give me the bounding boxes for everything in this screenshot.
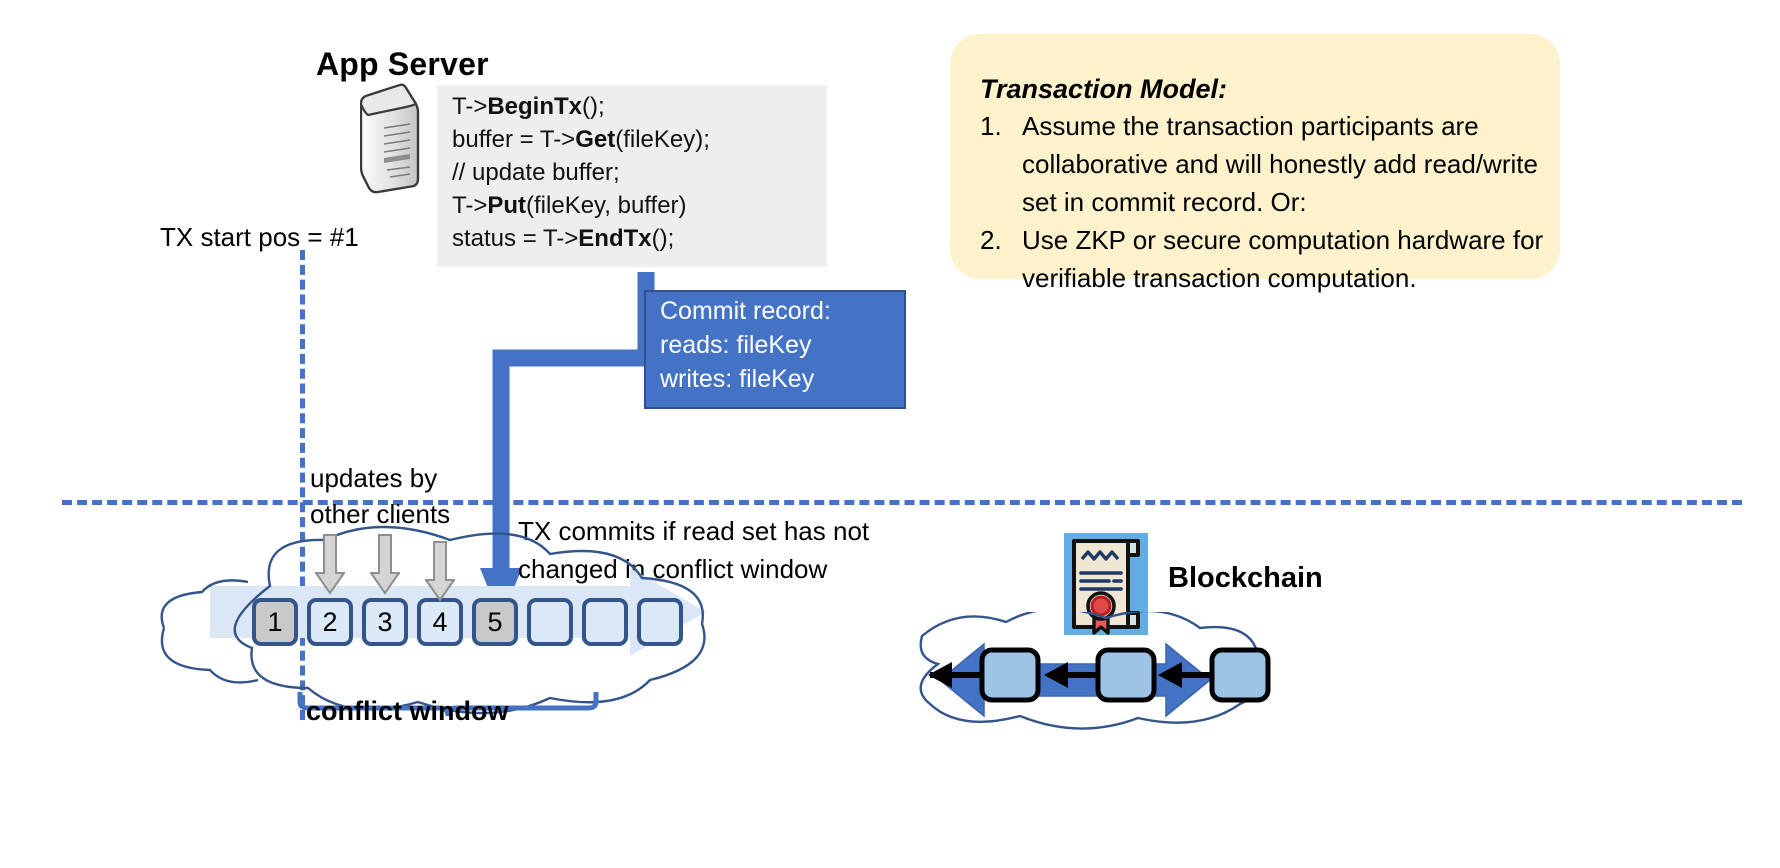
app-server-title: App Server	[316, 46, 489, 82]
tx-commits-label: TX commits if read set has not changed i…	[518, 512, 869, 588]
code-line: buffer = T->Get(fileKey);	[452, 126, 710, 153]
certificate-icon	[1064, 533, 1148, 635]
code-text: T->BeginTx(); buffer = T->Get(fileKey); …	[452, 90, 832, 255]
transaction-model-callout	[950, 34, 1560, 279]
tx-commits-line2: changed in conflict window	[518, 554, 828, 584]
code-line: status = T->EndTx();	[452, 225, 675, 252]
code-line: // update buffer;	[452, 159, 620, 186]
updates-label-line2: other clients	[310, 499, 451, 529]
tx-commits-line1: TX commits if read set has not	[518, 516, 870, 546]
commit-record-reads: reads: fileKey	[660, 331, 812, 359]
transaction-model-title: Transaction Model:	[980, 74, 1228, 104]
blockchain-cloud	[900, 607, 1280, 742]
ledger-block[interactable]	[582, 598, 628, 646]
code-panel	[437, 85, 827, 267]
code-line: T->Put(fileKey, buffer)	[452, 192, 687, 219]
commit-record-text: Commit record: reads: fileKey writes: fi…	[660, 294, 910, 396]
commit-record-writes: writes: fileKey	[660, 365, 815, 393]
ledger-block[interactable]: 2	[307, 598, 353, 646]
list-item-number: 1.	[980, 111, 1002, 141]
updates-by-other-clients-label: updates by other clients	[310, 460, 450, 532]
code-line: T->BeginTx();	[452, 93, 605, 120]
ledger-block[interactable]: 1	[252, 598, 298, 646]
list-item-text: Assume the transaction participants are …	[1022, 111, 1538, 217]
list-item-text: Use ZKP or secure computation hardware f…	[1022, 225, 1544, 293]
ledger-block[interactable]: 4	[417, 598, 463, 646]
blockchain-label: Blockchain	[1168, 562, 1323, 594]
conflict-window-label: conflict window	[306, 696, 509, 726]
update-arrow-icon	[369, 533, 401, 595]
commit-record-box	[644, 290, 906, 409]
ledger-block[interactable]	[527, 598, 573, 646]
ledger-block[interactable]	[637, 598, 683, 646]
ledger-block[interactable]: 5	[472, 598, 518, 646]
list-item-number: 2.	[980, 225, 1002, 255]
ledger-block[interactable]: 3	[362, 598, 408, 646]
conflict-window-brace	[296, 690, 602, 724]
commit-record-title: Commit record:	[660, 297, 831, 325]
layer-divider-dashed-line	[62, 500, 1742, 505]
tx-start-pos-label: TX start pos = #1	[160, 222, 359, 252]
transaction-model-content: Transaction Model: 1. Assume the transac…	[980, 74, 1550, 297]
tx-start-dashed-line	[300, 250, 305, 720]
list-item: 1. Assume the transaction participants a…	[980, 107, 1550, 221]
updates-label-line1: updates by	[310, 463, 438, 493]
list-item: 2. Use ZKP or secure computation hardwar…	[980, 221, 1550, 297]
server-tower-icon	[359, 82, 422, 194]
update-arrow-icon	[314, 533, 346, 595]
update-arrow-icon	[424, 540, 456, 602]
